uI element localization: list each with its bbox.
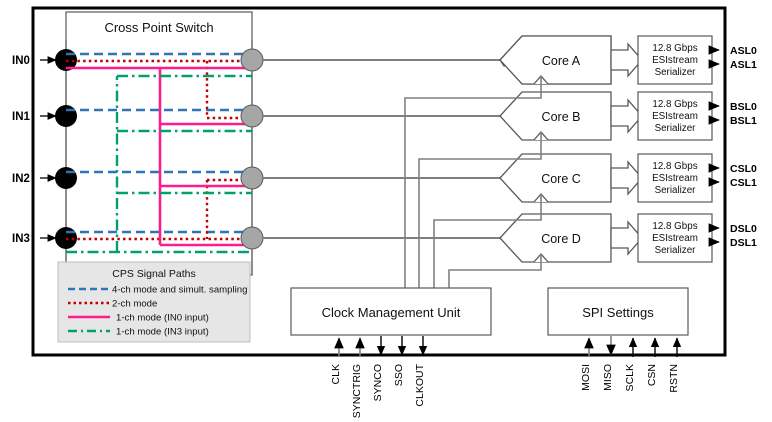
spi-pin-wires [584, 336, 682, 357]
spi-box [547, 287, 689, 336]
cmu-pin-label-synctrig: SYNCTRIG [351, 364, 363, 418]
core-c-label: Core C [541, 172, 581, 186]
serializer-a-line1: 12.8 Gbps [652, 43, 697, 54]
serializer-c-line1: 12.8 Gbps [652, 161, 697, 172]
legend-label-4ch: 4-ch mode and simult. sampling [112, 285, 247, 296]
cmu-box [290, 287, 492, 336]
serializer-a-box [637, 35, 713, 85]
spi-pin-label-mosi: MOSI [580, 364, 592, 391]
input-node-in2 [55, 167, 77, 189]
clock-management-unit: Clock Management Unit [290, 287, 492, 336]
output-label-dsl0: DSL0 [730, 223, 757, 235]
spi-pin-label-rstn: RSTN [668, 364, 680, 393]
cps-output-node-3 [240, 226, 264, 250]
output-label-bsl1: BSL1 [730, 115, 757, 127]
cmu-pin-label-synco: SYNCO [372, 364, 384, 401]
serializer-d-box [637, 213, 713, 263]
legend: CPS Signal Paths 4-ch mode and simult. s… [57, 261, 251, 343]
cps-to-core-wires [263, 59, 500, 239]
core-d: Core D [499, 213, 612, 263]
path-1ch-mode-in3 [66, 74, 252, 254]
spi-pin-label-sclk: SCLK [624, 364, 636, 391]
arrow-core-a-out-icon [610, 42, 643, 78]
serializer-c-box [637, 153, 713, 203]
serializer-b-line1: 12.8 Gbps [652, 99, 697, 110]
legend-label-2ch: 2-ch mode [112, 299, 157, 310]
clock-distribution-wires [404, 76, 542, 288]
serializer-output-wires [708, 45, 720, 247]
input-label-in2: IN2 [12, 173, 30, 185]
input-node-in1 [55, 105, 77, 127]
serializer-d-line1: 12.8 Gbps [652, 221, 697, 232]
path-1ch-mode-in0 [66, 66, 252, 247]
serializer-d-line2: ESIstream [652, 233, 698, 244]
cmu-pin-wires [334, 336, 428, 357]
cmu-pin-label-clkout: CLKOUT [414, 363, 426, 406]
legend-title: CPS Signal Paths [112, 268, 195, 280]
serializer-c-line3: Serializer [655, 185, 697, 196]
input-label-in3: IN3 [12, 233, 30, 245]
spi-pin-label-csn: CSN [646, 364, 658, 386]
arrow-core-c-out-icon [610, 160, 643, 196]
arrow-core-d-out-icon [610, 220, 643, 256]
output-label-bsl0: BSL0 [730, 101, 757, 113]
serializer-b: 12.8 Gbps ESIstream Serializer [637, 91, 713, 141]
core-d-label: Core D [541, 232, 581, 246]
core-a: Core A [499, 35, 612, 85]
core-to-serializer-arrows [610, 42, 643, 256]
cps-output-node-0 [240, 48, 264, 72]
serializer-b-box [637, 91, 713, 141]
legend-label-1ch-in0: 1-ch mode (IN0 input) [116, 313, 209, 324]
cps-output-node-1 [240, 104, 264, 128]
cps-signal-paths [66, 52, 252, 254]
cps-output-node-2 [240, 166, 264, 190]
arrow-core-b-out-icon [610, 98, 643, 134]
output-label-csl0: CSL0 [730, 163, 757, 175]
serializer-c-line2: ESIstream [652, 173, 698, 184]
cmu-pin-label-clk: CLK [330, 364, 342, 384]
input-label-in1: IN1 [12, 111, 31, 123]
serializer-d: 12.8 Gbps ESIstream Serializer [637, 213, 713, 263]
output-label-dsl1: DSL1 [730, 237, 757, 249]
cmu-title: Clock Management Unit [322, 305, 461, 320]
spi-title: SPI Settings [582, 305, 654, 320]
output-label-asl0: ASL0 [730, 45, 757, 57]
core-a-label: Core A [542, 54, 581, 68]
legend-label-1ch-in3: 1-ch mode (IN3 input) [116, 327, 209, 338]
spi-pin-label-miso: MISO [602, 364, 614, 391]
core-b-label: Core B [542, 110, 581, 124]
serializer-a-line2: ESIstream [652, 55, 698, 66]
cmu-pin-label-sso: SSO [393, 364, 405, 386]
serializer-c: 12.8 Gbps ESIstream Serializer [637, 153, 713, 203]
serializer-a-line3: Serializer [655, 67, 697, 78]
cross-point-switch-title: Cross Point Switch [104, 20, 213, 35]
serializer-b-line2: ESIstream [652, 111, 698, 122]
output-label-csl1: CSL1 [730, 177, 757, 189]
serializer-a: 12.8 Gbps ESIstream Serializer [637, 35, 713, 85]
serializer-d-line3: Serializer [655, 245, 697, 256]
path-2ch-mode [66, 59, 252, 241]
input-label-in0: IN0 [12, 55, 30, 67]
output-label-asl1: ASL1 [730, 59, 757, 71]
serializer-b-line3: Serializer [655, 123, 697, 134]
core-c: Core C [499, 153, 612, 203]
core-b: Core B [499, 91, 612, 141]
spi-settings: SPI Settings [547, 287, 689, 336]
